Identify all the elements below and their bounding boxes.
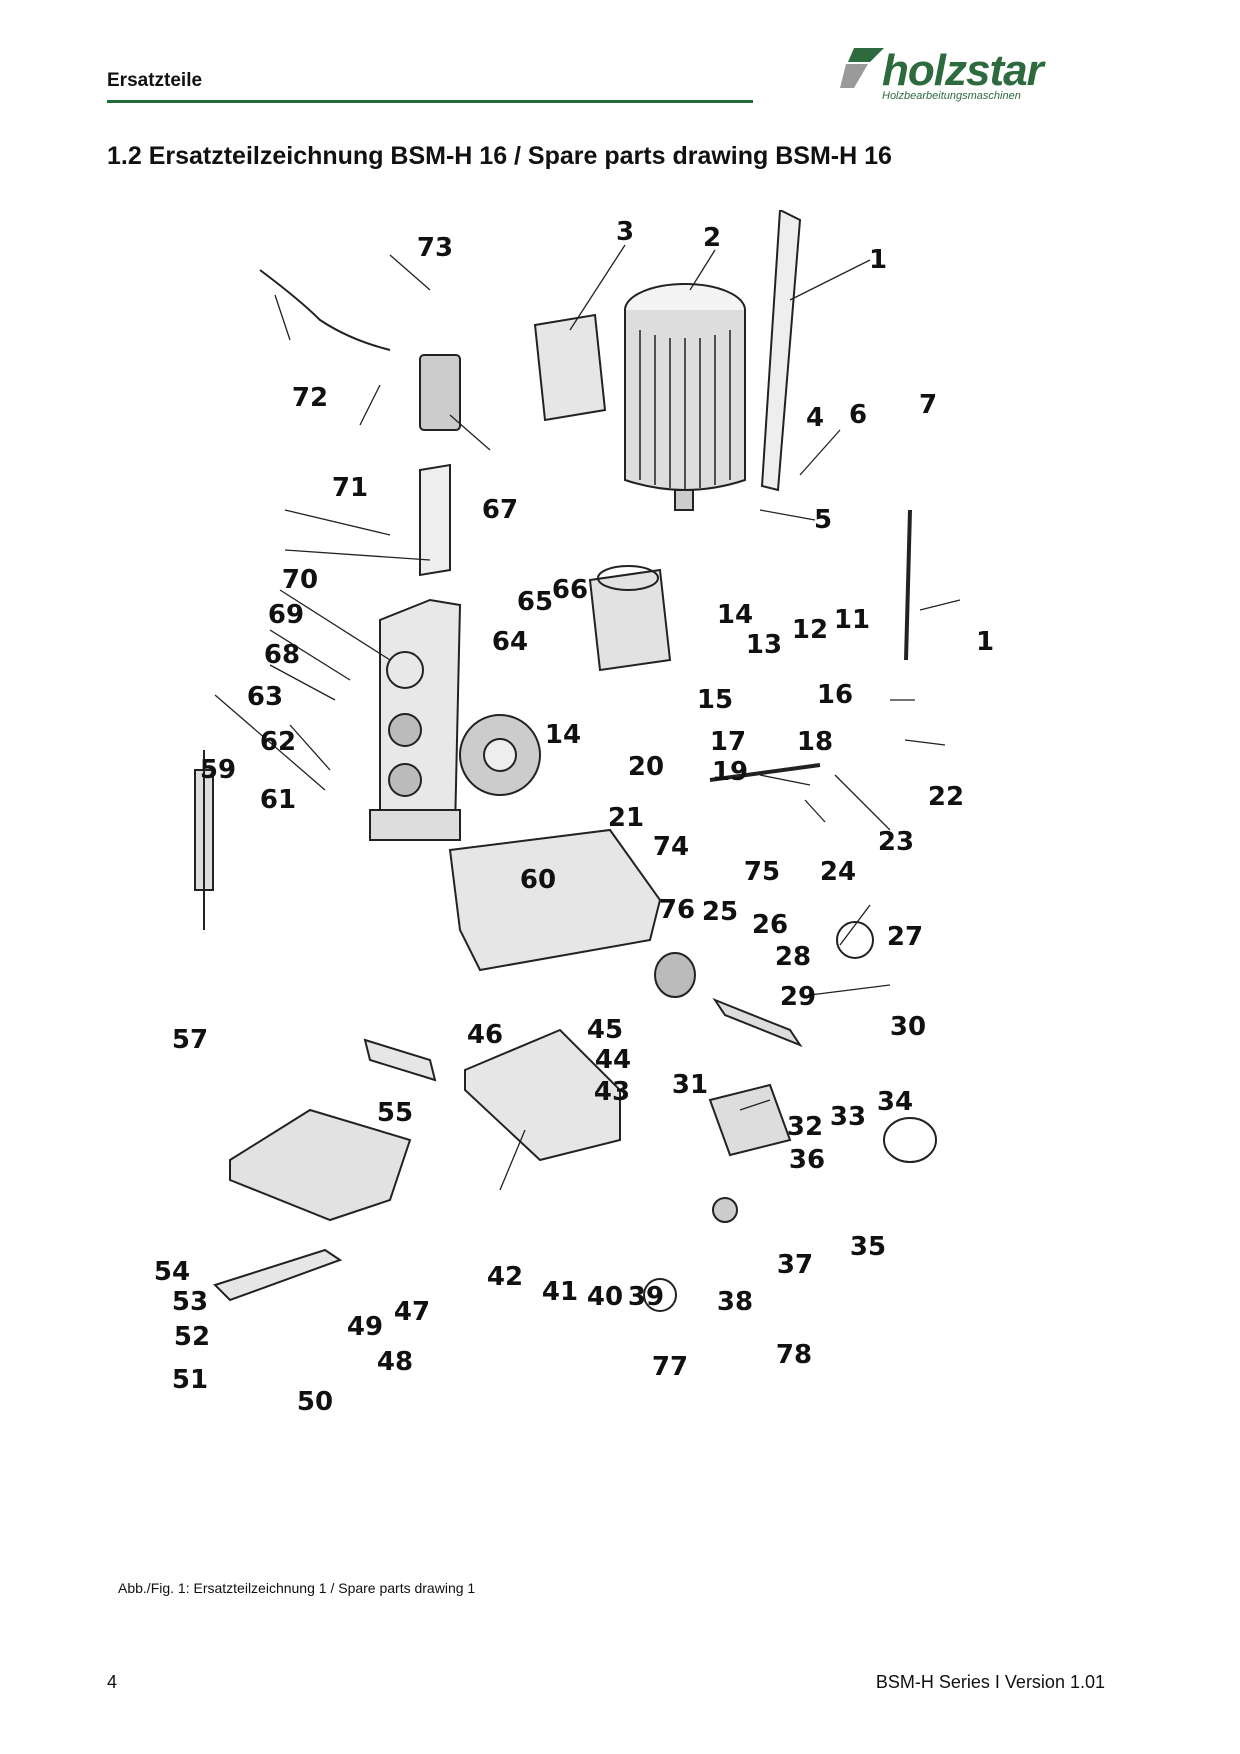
- callout-70: 70: [281, 565, 319, 595]
- callout-43: 43: [593, 1077, 631, 1107]
- callout-24: 24: [819, 857, 857, 887]
- callout-39: 39: [627, 1282, 665, 1312]
- document-version: BSM-H Series I Version 1.01: [875, 1672, 1105, 1692]
- logo-mark-icon: [840, 48, 884, 88]
- callout-62: 62: [259, 727, 297, 757]
- spare-parts-drawing: 1 2 3 4 5 6 7 11 12 13 14 14 15 16 17 18…: [150, 210, 1100, 1540]
- page-title: 1.2 Ersatzteilzeichnung BSM-H 16 / Spare…: [107, 142, 892, 170]
- callout-37: 37: [776, 1250, 814, 1280]
- callout-59: 59: [199, 755, 237, 785]
- callout-50: 50: [296, 1387, 334, 1417]
- callout-23: 23: [877, 827, 915, 857]
- callout-45: 45: [586, 1015, 624, 1045]
- callout-40: 40: [586, 1282, 624, 1312]
- callout-31: 31: [671, 1070, 709, 1100]
- callout-6: 6: [848, 400, 868, 430]
- callout-25: 25: [701, 897, 739, 927]
- figure-caption: Abb./Fig. 1: Ersatzteilzeichnung 1 / Spa…: [118, 1580, 476, 1596]
- callout-33: 33: [829, 1102, 867, 1132]
- callout-28: 28: [774, 942, 812, 972]
- callout-66: 66: [551, 575, 589, 605]
- callout-57: 57: [171, 1025, 209, 1055]
- callout-47: 47: [393, 1297, 431, 1327]
- callout-36: 36: [788, 1145, 826, 1175]
- callout-60: 60: [519, 865, 557, 895]
- callout-29: 29: [779, 982, 817, 1012]
- callout-63: 63: [246, 682, 284, 712]
- callout-54: 54: [153, 1257, 191, 1287]
- callout-68: 68: [263, 640, 301, 670]
- callout-34: 34: [876, 1087, 914, 1117]
- callout-26: 26: [751, 910, 789, 940]
- callout-48: 48: [376, 1347, 414, 1377]
- callout-46: 46: [466, 1020, 504, 1050]
- callout-77: 77: [651, 1352, 689, 1382]
- callout-2: 2: [702, 223, 722, 253]
- header-rule: [107, 100, 753, 103]
- callout-12: 12: [791, 615, 829, 645]
- callout-3: 3: [615, 217, 635, 247]
- callout-44: 44: [594, 1045, 632, 1075]
- callout-49: 49: [346, 1312, 384, 1342]
- callout-65: 65: [516, 587, 554, 617]
- callout-55: 55: [376, 1098, 414, 1128]
- callout-35: 35: [849, 1232, 887, 1262]
- callout-78: 78: [775, 1340, 813, 1370]
- callout-30: 30: [889, 1012, 927, 1042]
- callout-4: 4: [805, 403, 825, 433]
- callout-72: 72: [291, 383, 329, 413]
- callout-41: 41: [541, 1277, 579, 1307]
- callout-1: 1: [868, 245, 888, 275]
- callout-19: 19: [711, 757, 749, 787]
- callout-18: 18: [796, 727, 834, 757]
- callout-71: 71: [331, 473, 369, 503]
- callout-52: 52: [173, 1322, 211, 1352]
- callout-64: 64: [491, 627, 529, 657]
- callout-13: 13: [745, 630, 783, 660]
- callout-20: 20: [627, 752, 665, 782]
- callout-11: 11: [833, 605, 871, 635]
- callout-61: 61: [259, 785, 297, 815]
- callout-14a: 14: [716, 600, 754, 630]
- callout-74: 74: [652, 832, 690, 862]
- callout-15: 15: [696, 685, 734, 715]
- callout-5: 5: [813, 505, 833, 535]
- callout-16: 16: [816, 680, 854, 710]
- callout-67: 67: [481, 495, 519, 525]
- logo-tagline: Holzbearbeitungsmaschinen: [882, 90, 1021, 102]
- callout-22: 22: [927, 782, 965, 812]
- callout-1b: 1: [975, 627, 995, 657]
- callout-69: 69: [267, 600, 305, 630]
- holzstar-logo: holzstar Holzbearbeitungsmaschinen: [840, 46, 1110, 108]
- callout-32: 32: [786, 1112, 824, 1142]
- callout-42: 42: [486, 1262, 524, 1292]
- callout-27: 27: [886, 922, 924, 952]
- callout-14b: 14: [544, 720, 582, 750]
- callout-51: 51: [171, 1365, 209, 1395]
- callout-53: 53: [171, 1287, 209, 1317]
- callout-21: 21: [607, 803, 645, 833]
- callout-76: 76: [658, 895, 696, 925]
- page-number: 4: [107, 1672, 118, 1692]
- callout-7: 7: [918, 390, 938, 420]
- callout-38: 38: [716, 1287, 754, 1317]
- section-header: Ersatzteile: [107, 70, 203, 91]
- logo-wordmark: holzstar: [882, 46, 1044, 95]
- callout-75: 75: [743, 857, 781, 887]
- callout-17: 17: [709, 727, 747, 757]
- exploded-view-illustration: [194, 210, 961, 1312]
- callout-73: 73: [416, 233, 454, 263]
